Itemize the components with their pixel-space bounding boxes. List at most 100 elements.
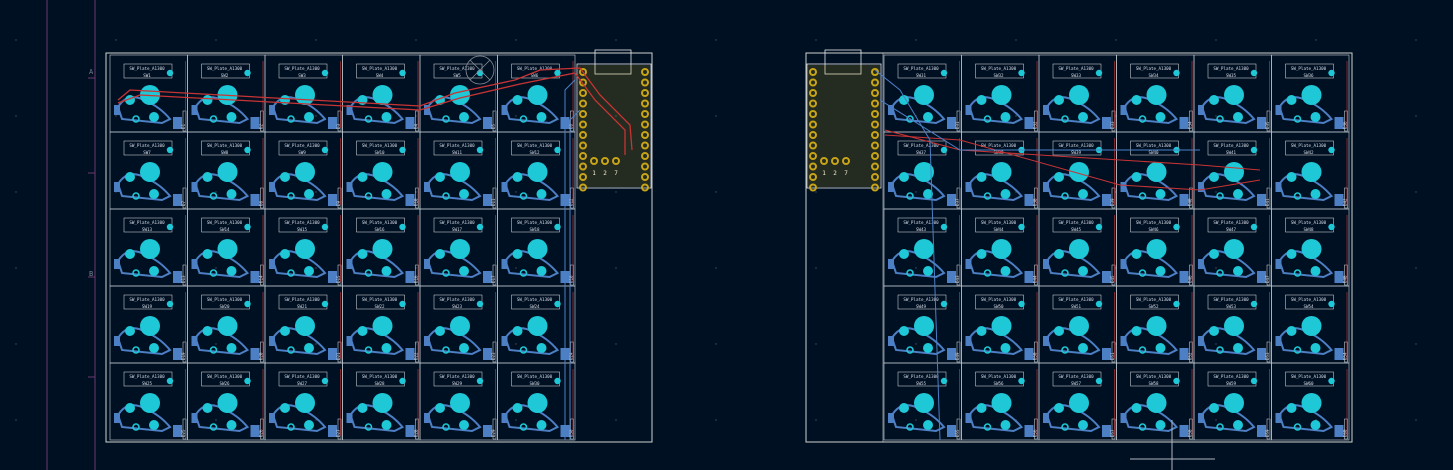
switch-ref: SW5 bbox=[453, 73, 461, 78]
diode-pad bbox=[424, 259, 430, 269]
diode-silk bbox=[182, 110, 187, 132]
switch-center-pad bbox=[527, 239, 548, 259]
via bbox=[1216, 346, 1224, 354]
diode-silk bbox=[1111, 341, 1116, 363]
switch-pin-pad bbox=[1310, 420, 1321, 430]
diode-silk bbox=[260, 187, 264, 209]
diode-pad bbox=[1024, 425, 1034, 437]
mcu-pin bbox=[641, 131, 649, 139]
mount-pad bbox=[1173, 69, 1180, 77]
via bbox=[442, 269, 450, 277]
switch-center-pad bbox=[140, 162, 160, 182]
mount-pad bbox=[1018, 300, 1025, 308]
diode-pad bbox=[501, 105, 508, 115]
via bbox=[209, 269, 218, 277]
mount-pad bbox=[1328, 69, 1335, 77]
mount-pad bbox=[476, 146, 484, 154]
switch-pin-pad bbox=[1078, 266, 1088, 276]
diode-pad bbox=[424, 413, 430, 423]
switch-center-pad bbox=[295, 239, 315, 259]
switch-center-pad bbox=[1146, 316, 1167, 336]
switch-pin-pad bbox=[1000, 420, 1011, 430]
diode-ref: D10 bbox=[414, 198, 419, 206]
diode-pad bbox=[888, 413, 894, 423]
diode-pad bbox=[947, 425, 956, 437]
switch-footprint-name: SW_Plate_A1300 bbox=[1291, 220, 1327, 225]
ruler-label-a: A bbox=[89, 68, 94, 76]
diode-silk bbox=[492, 187, 497, 209]
switch-center-pad bbox=[1301, 393, 1322, 413]
switch-footprint-name: SW_Plate_A1300 bbox=[1058, 297, 1094, 302]
mount-pad bbox=[1095, 223, 1103, 231]
switch-footprint-name: SW_Plate_A1300 bbox=[1058, 66, 1094, 71]
switch-footprint-name: SW_Plate_A1300 bbox=[1213, 143, 1249, 148]
diode-ref: D58 bbox=[1188, 429, 1193, 437]
switch-pin-pad bbox=[202, 403, 213, 413]
diode-pad bbox=[483, 194, 492, 206]
switch-center-pad bbox=[217, 239, 238, 259]
switch-footprint-name: SW_Plate_A1300 bbox=[207, 66, 243, 71]
switch-pin-pad bbox=[381, 112, 392, 122]
switch-footprint-name: SW_Plate_A1300 bbox=[981, 66, 1017, 71]
mcu-pin bbox=[809, 173, 817, 181]
switch-pin-pad bbox=[536, 420, 547, 430]
mount-pad bbox=[1095, 69, 1103, 77]
diode-ref: D40 bbox=[1188, 198, 1193, 206]
via bbox=[132, 192, 140, 200]
mount-pad bbox=[399, 223, 406, 231]
mount-pad bbox=[1250, 300, 1258, 308]
diode-ref: D2 bbox=[259, 123, 264, 129]
switch-pin-pad bbox=[381, 420, 392, 430]
switch-ref: SW14 bbox=[219, 227, 230, 232]
via bbox=[287, 269, 295, 277]
diode-ref: D36 bbox=[1343, 121, 1348, 129]
switch-center-pad bbox=[372, 316, 393, 336]
diode-silk bbox=[1266, 418, 1271, 440]
mount-pad bbox=[1328, 223, 1335, 231]
switch-footprint-name: SW_Plate_A1300 bbox=[1136, 66, 1172, 71]
diode-ref: D3 bbox=[336, 123, 341, 129]
diode-pad bbox=[1179, 348, 1189, 360]
diode-pad bbox=[1043, 105, 1049, 115]
diode-silk bbox=[492, 341, 497, 363]
switch-footprint-name: SW_Plate_A1300 bbox=[362, 297, 398, 302]
mcu-pin bbox=[809, 183, 817, 192]
diode-silk bbox=[182, 187, 187, 209]
diode-pad bbox=[501, 413, 508, 423]
usb-connector bbox=[824, 49, 862, 75]
switch-pin-pad bbox=[1209, 172, 1219, 182]
diode-pad bbox=[269, 336, 275, 346]
via bbox=[519, 423, 528, 431]
diode-pad bbox=[424, 105, 430, 115]
mcu-pin bbox=[871, 110, 879, 118]
mcu-pin bbox=[871, 89, 879, 97]
mount-pad bbox=[554, 300, 561, 308]
mount-pad bbox=[1095, 377, 1103, 385]
mount-pad bbox=[244, 300, 251, 308]
diode-pad bbox=[965, 336, 972, 346]
diode-pad bbox=[114, 182, 120, 192]
switch-ref: SW45 bbox=[1071, 227, 1082, 232]
diode-silk bbox=[415, 187, 419, 209]
diode-pad bbox=[947, 348, 956, 360]
switch-center-pad bbox=[1146, 239, 1167, 259]
switch-center-pad bbox=[1224, 316, 1244, 336]
mount-pad bbox=[399, 377, 406, 385]
via bbox=[1061, 192, 1069, 200]
via bbox=[442, 423, 450, 431]
diode-pad bbox=[424, 336, 430, 346]
diode-ref: D18 bbox=[569, 275, 574, 283]
diode-silk bbox=[1266, 110, 1271, 132]
diode-ref: D26 bbox=[259, 429, 264, 437]
switch-pin-pad bbox=[512, 326, 523, 336]
